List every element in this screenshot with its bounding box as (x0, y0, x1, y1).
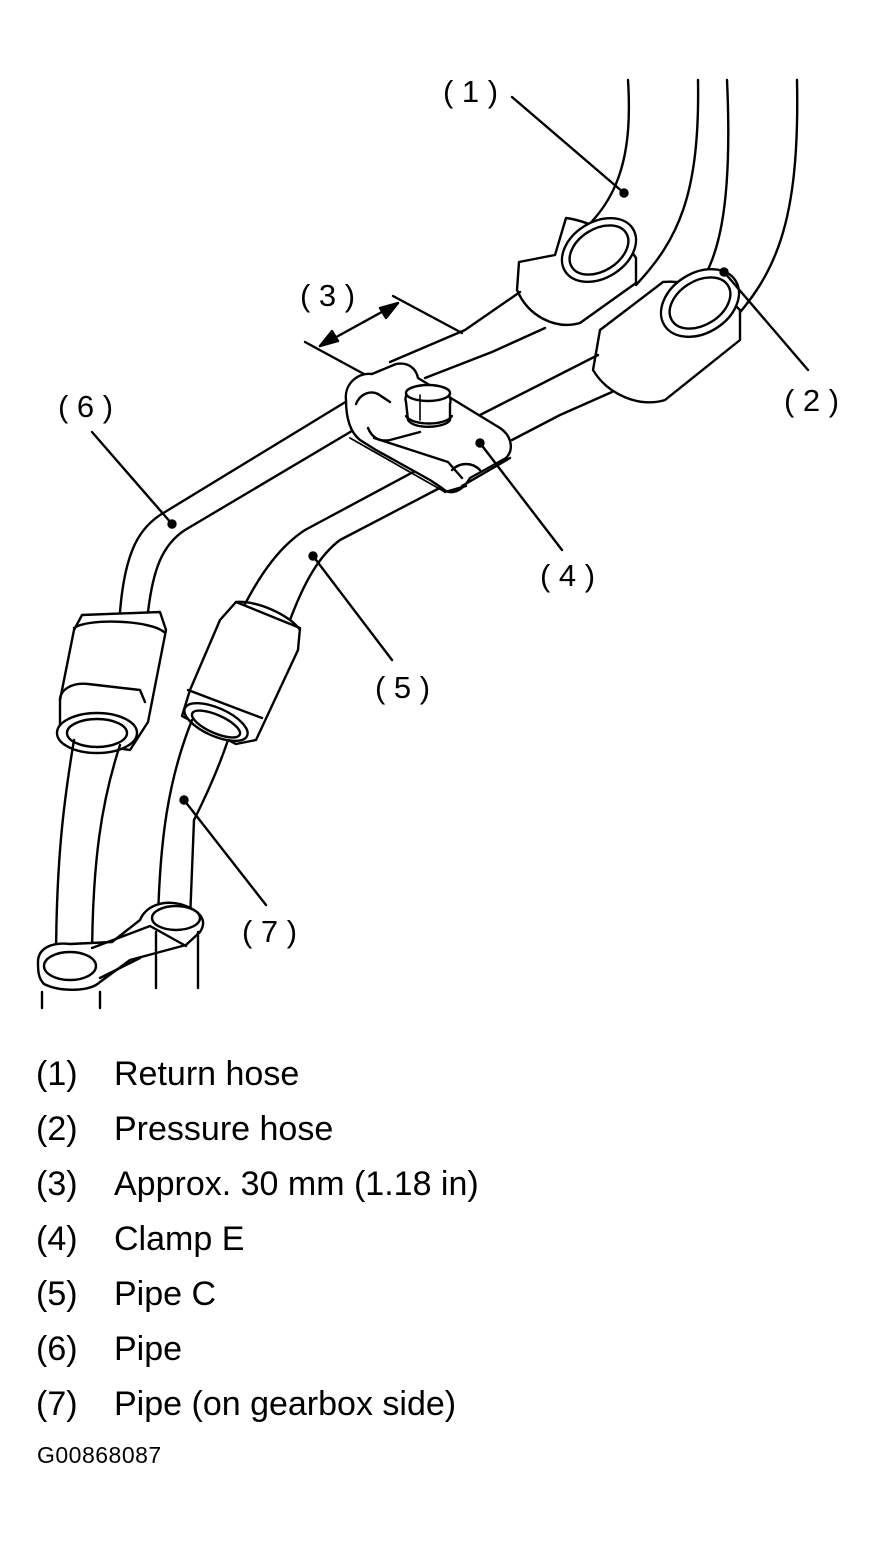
pipe-c-5 (240, 453, 457, 622)
leader-7 (182, 798, 268, 907)
return-hose (515, 78, 700, 326)
callout-5: ( 5 ) (375, 670, 430, 705)
legend-item: (3) Approx. 30 mm (1.18 in) (36, 1160, 856, 1215)
legend-item: (1) Return hose (36, 1050, 856, 1105)
right-coupling (180, 600, 302, 746)
legend-item: (4) Clamp E (36, 1215, 856, 1270)
callout-4: ( 4 ) (540, 558, 595, 593)
left-coupling (55, 610, 168, 755)
legend-label: Pipe (on gearbox side) (114, 1385, 457, 1423)
legend-number: (3) (36, 1165, 78, 1203)
legend-label: Approx. 30 mm (1.18 in) (114, 1165, 479, 1203)
leader-1 (510, 95, 626, 195)
parts-legend: (1) Return hose (2) Pressure hose (3) Ap… (36, 1050, 856, 1435)
leader-lines (90, 95, 810, 907)
legend-number: (4) (36, 1220, 78, 1258)
legend-number: (1) (36, 1055, 78, 1093)
callout-3: ( 3 ) (300, 278, 355, 313)
legend-label: Return hose (114, 1055, 300, 1093)
leader-2 (722, 270, 810, 372)
legend-item: (5) Pipe C (36, 1270, 856, 1325)
pipe-7 (156, 718, 230, 922)
legend-label: Clamp E (114, 1220, 245, 1258)
callout-2: ( 2 ) (784, 383, 839, 418)
clamp-e (344, 362, 512, 494)
leader-5 (311, 554, 394, 662)
pressure-hose (591, 78, 799, 404)
legend-item: (7) Pipe (on gearbox side) (36, 1380, 856, 1435)
callout-6: ( 6 ) (58, 389, 113, 424)
legend-number: (5) (36, 1275, 78, 1313)
figure-id: G00868087 (37, 1442, 162, 1468)
callout-7: ( 7 ) (242, 914, 297, 949)
legend-number: (2) (36, 1110, 78, 1148)
legend-label: Pipe C (114, 1275, 217, 1313)
lower-left-pipe (54, 738, 122, 967)
leader-4 (478, 441, 564, 552)
leader-6 (90, 430, 174, 526)
legend-item: (6) Pipe (36, 1325, 856, 1380)
legend-number: (7) (36, 1385, 78, 1423)
legend-label: Pipe (114, 1330, 183, 1368)
upper-pipes (388, 290, 614, 442)
legend-number: (6) (36, 1330, 78, 1368)
legend-item: (2) Pressure hose (36, 1105, 856, 1160)
legend-label: Pressure hose (114, 1110, 334, 1148)
bottom-bracket (36, 901, 205, 1010)
hose-routing-diagram: ( 1 ) ( 2 ) ( 3 ) ( 4 ) ( 5 ) ( 6 ) ( 7 … (36, 74, 839, 1010)
callout-1: ( 1 ) (443, 74, 498, 109)
